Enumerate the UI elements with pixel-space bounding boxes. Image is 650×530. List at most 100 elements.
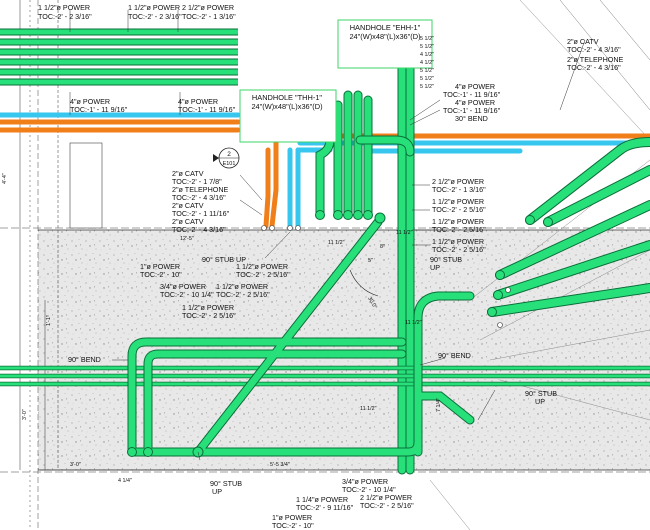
label-top-left-0-title: 1 1/2"ø POWER xyxy=(38,3,90,12)
dim-1: 5 1/2" xyxy=(420,44,434,50)
labels-mid-left: 4"ø POWER TOC:-1' - 11 9/16" 4"ø POWER T… xyxy=(70,97,236,114)
power-conduit-bends-fill xyxy=(128,136,474,456)
power-conduit-bundle-top-fill xyxy=(0,29,238,85)
label-center-5: TOC:-2' - 10 1/4" xyxy=(160,290,214,299)
dim-0: 5 1/2" xyxy=(420,36,434,42)
label-right-power-4: 30° BEND xyxy=(455,114,488,123)
label-center-7: TOC:-2' - 2 5/16" xyxy=(216,290,270,299)
leader-lines xyxy=(69,10,586,461)
power-conduit-diagonals-right-fill xyxy=(488,138,650,316)
handhole-ehh1-size: 24"(W)x48"(L)x36"(D) xyxy=(349,32,420,41)
label-telecom-5: TOC:-2' - 1 11/16" xyxy=(172,209,230,218)
label-bottom-7: TOC:-2' - 10" xyxy=(272,521,314,530)
label-telecom-2: 2"ø TELEPHONE xyxy=(172,185,229,194)
label-bend-right: 90° BEND xyxy=(438,351,471,360)
label-mid-left-0-toc: TOC:-1' - 11 9/16" xyxy=(70,105,128,114)
label-mid-left-1-toc: TOC:-1' - 11 9/16" xyxy=(178,105,236,114)
dim-17: 5" xyxy=(368,258,373,264)
label-right-power-0: 4"ø POWER xyxy=(455,82,495,91)
dim-2: 4 1/2" xyxy=(420,52,434,58)
handhole-thh1: HANDHOLE "THH-1" 24"(W)x48"(L)x36"(D) xyxy=(239,89,337,143)
label-telecom-3: TOC:-2' - 4 3/16" xyxy=(172,193,226,202)
dim-10: 4 1/4" xyxy=(118,478,132,484)
label-stub-up-left: 90° STUB UP xyxy=(202,255,246,264)
label-telecom-0: 2"ø CATV xyxy=(172,169,204,178)
labels-telecom-left: 2"ø CATV TOC:-2' - 1 7/8" 2"ø TELEPHONE … xyxy=(172,169,230,234)
label-center-6: 1 1/2"ø POWER xyxy=(216,282,268,291)
stub-up-ends xyxy=(127,210,553,458)
labels-right-power: 4"ø POWER TOC:-1' - 11 9/16" 4"ø POWER T… xyxy=(443,82,501,123)
label-right-stack-7: TOC:-2' - 2 5/16" xyxy=(432,245,486,254)
label-bend-left: 90° BEND xyxy=(68,355,101,364)
label-top-left-2-toc: TOC:-2' - 1 3/16" xyxy=(182,12,236,21)
label-bottom-4: 2 1/2"ø POWER xyxy=(360,493,412,502)
label-center-9: TOC:-2' - 2 5/16" xyxy=(182,311,236,320)
stub-up-ends-small xyxy=(261,225,511,328)
label-bottom-5: TOC:-2' - 2 5/16" xyxy=(360,501,414,510)
label-right-stack-4: 1 1/2"ø POWER xyxy=(432,217,484,226)
label-telecom-7: TOC:-2' - 4 3/16" xyxy=(172,225,226,234)
label-bottom-3: TOC:-2' - 9 11/16" xyxy=(296,503,354,512)
label-top-right-0: 2"ø CATV xyxy=(567,37,599,46)
label-center-2: 1 1/2"ø POWER xyxy=(236,262,288,271)
label-telecom-4: 2"ø CATV xyxy=(172,201,204,210)
doorway-opening xyxy=(69,142,103,229)
dim-3: 4 1/2" xyxy=(420,60,434,66)
label-bottom-6: 1"ø POWER xyxy=(272,513,312,522)
labels-bottom: 3/4"ø POWER TOC:-2' - 10 1/4" 1 1/4"ø PO… xyxy=(272,477,414,530)
label-right-power-3: TOC:-1' - 11 9/16" xyxy=(443,106,501,115)
label-telecom-6: 2"ø CATV xyxy=(172,217,204,226)
power-conduit-slab-bundle-fill xyxy=(0,366,650,386)
labels-callouts: 90° STUB UP 90° BEND 90° BEND 90° STUB U… xyxy=(68,255,557,496)
label-right-stack-9: UP xyxy=(430,263,440,272)
label-center-3: TOC:-2' - 2 5/16" xyxy=(236,270,290,279)
label-right-stack-5: TOC:-2' - 2 5/16" xyxy=(432,225,486,234)
dim-21: 7 1/4" xyxy=(436,398,442,412)
label-center-0: 1"ø POWER xyxy=(140,262,180,271)
dim-20: 11 1/2" xyxy=(360,406,377,412)
dim-9: 3'-0" xyxy=(70,462,81,468)
dim-15: 3'-0" xyxy=(22,409,28,420)
dim-6: 5 1/2" xyxy=(420,84,434,90)
label-top-left-1-toc: TOC:-2' - 2 3/16" xyxy=(128,12,182,21)
labels-right-stack: 2 1/2"ø POWER TOC:-2' - 1 3/16" 1 1/2"ø … xyxy=(430,177,486,272)
label-bottom-1: TOC:-2' - 10 1/4" xyxy=(342,485,396,494)
label-right-stack-8: 90° STUB xyxy=(430,255,462,264)
label-center-4: 3/4"ø POWER xyxy=(160,282,206,291)
handhole-thh1-size: 24"(W)x48"(L)x36"(D) xyxy=(251,102,322,111)
label-mid-left-0-title: 4"ø POWER xyxy=(70,97,110,106)
label-top-right-3: TOC:-2' - 4 3/16" xyxy=(567,63,621,72)
dim-12: 30.0° xyxy=(366,296,378,310)
dim-5: 5 1/2" xyxy=(420,76,434,82)
section-marker-sheet: E101 xyxy=(223,161,236,167)
handhole-thh1-name: HANDHOLE "THH-1" xyxy=(252,93,323,102)
dim-19: 11 1/2" xyxy=(405,320,422,326)
label-right-power-2: 4"ø POWER xyxy=(455,98,495,107)
dim-4: 5 1/2" xyxy=(420,68,434,74)
labels-top-right: 2"ø CATV TOC:-2' - 4 3/16" 2"ø TELEPHONE… xyxy=(567,37,624,72)
label-center-8: 1 1/2"ø POWER xyxy=(182,303,234,312)
angle-arc xyxy=(349,269,379,297)
label-stub-up-right-0: 90° STUB xyxy=(525,389,557,398)
label-center-1: TOC:-2' - 10" xyxy=(140,270,182,279)
label-right-power-1: TOC:-1' - 11 9/16" xyxy=(443,90,501,99)
label-mid-left-1-title: 4"ø POWER xyxy=(178,97,218,106)
handhole-ehh1-name: HANDHOLE "EHH-1" xyxy=(350,23,421,32)
label-stub-up-right-1: UP xyxy=(535,397,545,406)
label-stub-up-bottom-1: UP xyxy=(212,487,222,496)
label-right-stack-2: 1 1/2"ø POWER xyxy=(432,197,484,206)
label-stub-up-bottom-0: 90° STUB xyxy=(210,479,242,488)
handhole-ehh1: HANDHOLE "EHH-1" 24"(W)x48"(L)x36"(D) xyxy=(337,19,433,69)
dimension-annotations: 5 1/2" 5 1/2" 4 1/2" 4 1/2" 5 1/2" 5 1/2… xyxy=(2,36,442,484)
label-right-stack-6: 1 1/2"ø POWER xyxy=(432,237,484,246)
label-right-stack-0: 2 1/2"ø POWER xyxy=(432,177,484,186)
section-marker: 2 E101 xyxy=(213,147,240,169)
dim-13: 11 1/2" xyxy=(396,230,413,236)
dim-11: 5'-5 3/4" xyxy=(270,462,290,468)
section-marker-number: 2 xyxy=(227,151,231,158)
label-top-left-2-title: 2 1/2"ø POWER xyxy=(182,3,234,12)
labels-center-left: 1"ø POWER TOC:-2' - 10" 1 1/2"ø POWER TO… xyxy=(140,262,290,320)
label-top-right-2: 2"ø TELEPHONE xyxy=(567,55,624,64)
